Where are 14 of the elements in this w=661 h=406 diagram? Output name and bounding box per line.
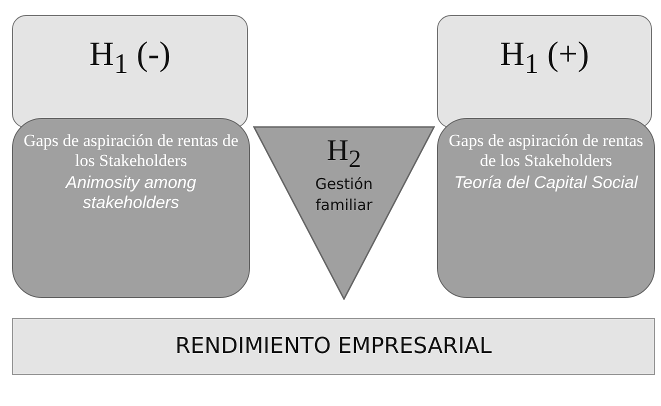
hypothesis-label: H$_{1}$ (-) <box>89 35 171 76</box>
outcome-label: RENDIMIENTO EMPRESARIAL <box>175 334 492 359</box>
theory-text: Teoría del Capital Social <box>453 173 640 193</box>
outcome-bar <box>12 318 655 375</box>
hypothesis-box <box>12 15 248 128</box>
hypothesis-box <box>437 15 652 128</box>
triangle-label: Gestión familiar <box>314 174 374 216</box>
theory-text: Animosity among stakeholders <box>64 173 198 213</box>
box-text: Gaps de aspiración de rentas de los Stakeholders <box>448 131 644 171</box>
hypothesis-label: H$_{2}$ <box>326 134 362 175</box>
hypothesis-label: H$_{1}$ (+) <box>500 35 590 76</box>
rounded-box <box>437 118 655 298</box>
rounded-box <box>12 118 250 298</box>
box-text: Gaps de aspiración de rentas de los Stakeholders <box>23 131 239 171</box>
